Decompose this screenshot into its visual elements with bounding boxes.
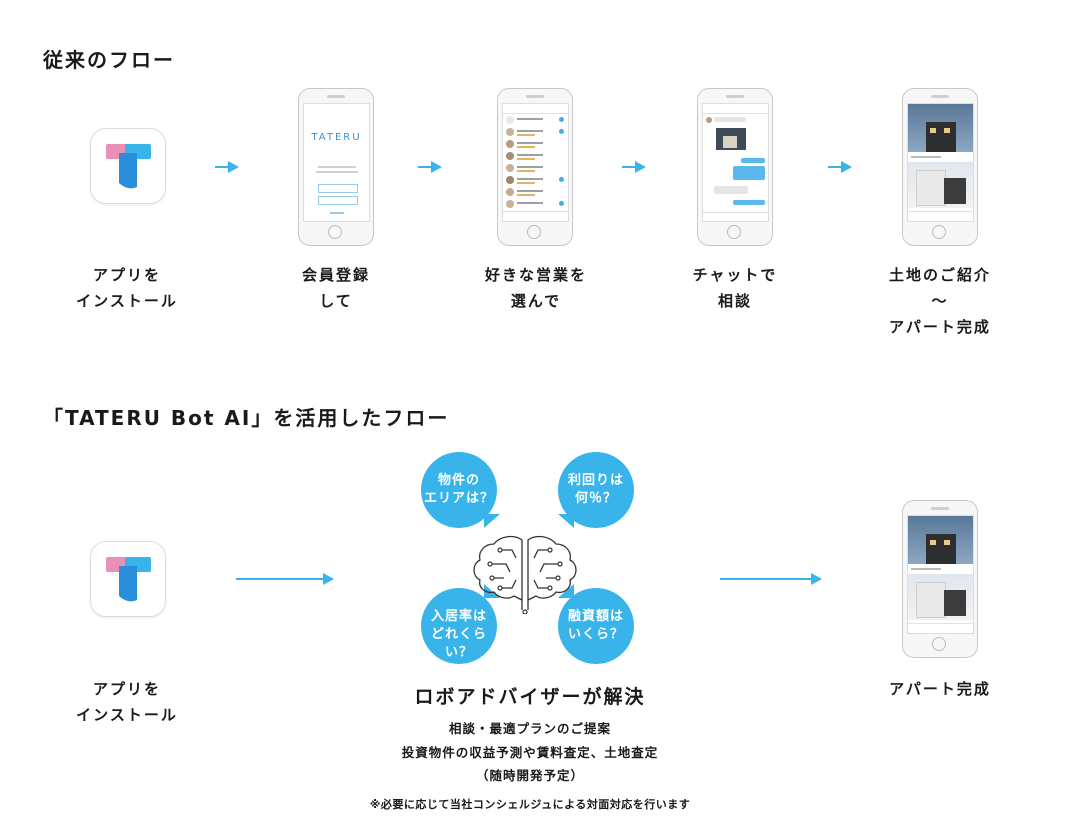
step-label-install: アプリをインストール	[76, 266, 178, 310]
arrow-right-icon	[720, 573, 822, 585]
advisor-line-3: （随時開発予定）	[475, 768, 584, 783]
tateru-app-icon	[90, 541, 166, 617]
arrow-right-icon	[236, 573, 334, 585]
step-label-choose-sales: 好きな営業を選んで	[484, 266, 587, 310]
bot-flow-title: 「TATERU Bot AI」を活用したフロー	[43, 406, 450, 430]
bot-step-label-install: アプリをインストール	[76, 680, 178, 724]
smartphone-icon: TATERU	[298, 88, 374, 246]
step-label-land-apartment: 土地のご紹介〜アパート完成	[888, 266, 991, 336]
smartphone-icon	[697, 88, 773, 246]
advisor-title: ロボアドバイザーが解決	[414, 686, 646, 708]
arrow-right-icon	[418, 161, 442, 173]
ai-brain-icon	[473, 535, 577, 614]
step-label-register: 会員登録して	[301, 266, 370, 310]
arrow-right-icon	[215, 161, 239, 173]
footnote: ※必要に応じて当社コンシェルジュによる対面対応を行います	[369, 798, 691, 811]
advisor-line-2: 投資物件の収益予測や賃料査定、土地査定	[401, 745, 659, 760]
bubble-tail	[484, 514, 500, 528]
speech-bubble-icon: 入居率はどれくらい？	[421, 588, 497, 664]
smartphone-icon	[497, 88, 573, 246]
traditional-flow-title: 従来のフロー	[43, 48, 175, 72]
tateru-logo-text: TATERU	[311, 132, 362, 143]
bot-result-label: アパート完成	[889, 680, 991, 698]
bubble-tail	[558, 514, 574, 528]
smartphone-icon	[902, 88, 978, 246]
smartphone-icon	[902, 500, 978, 658]
advisor-line-1: 相談・最適プランのご提案	[448, 721, 611, 736]
arrow-right-icon	[828, 161, 852, 173]
arrow-right-icon	[622, 161, 646, 173]
step-label-chat: チャットで相談	[692, 266, 778, 310]
tateru-app-icon	[90, 128, 166, 204]
speech-bubble-icon: 融資額はいくら？	[558, 588, 634, 664]
